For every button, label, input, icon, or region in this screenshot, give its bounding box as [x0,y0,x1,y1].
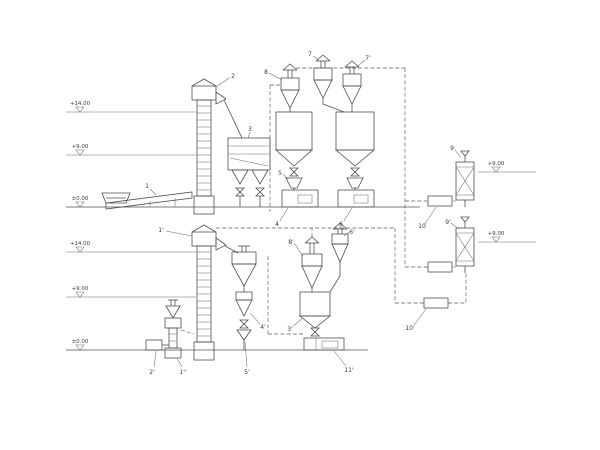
equipment-label: 6' [349,229,355,236]
equipment-label: 10' [405,325,415,332]
equipment-label: 6 [339,221,343,228]
equipment-label: 4' [260,324,266,331]
bucket-elevator-lower: 1' [158,224,227,361]
equipment-label: 4 [275,221,279,228]
equipment-label: 1'' [179,369,186,376]
elevation-markers-right: +9.00 +9.00 [478,161,536,243]
small-elevator-unit: 2' 1'' [145,299,187,376]
vertical-cooler-lower: 9' [445,216,475,273]
equipment-label: 3' [287,326,293,333]
fan-box-bottom: 10' [405,297,449,332]
fan-box-lower [427,261,456,273]
storage-bin-left: 5 [274,111,314,190]
mill-left: 4 [275,189,319,228]
intake-conveyor: 1 [101,183,193,210]
equipment-label: 9 [450,145,454,152]
bin-bottom: 3' [287,291,332,337]
elevation-label: +14.00 [70,101,91,107]
cyclone-middle: 7 [308,51,345,113]
sieve-cleaner: 3 [223,99,271,207]
equipment-label: 9' [445,219,451,226]
equipment-label: 2' [149,369,155,376]
storage-bin-right [334,111,376,190]
aspiration-duct-lines [180,67,467,335]
equipment-label: 3 [248,126,252,133]
mill-right: 6 [337,189,375,228]
packing-machine: 11' [303,337,354,374]
elevation-label: ±0.00 [72,196,89,202]
elevator-belt-hatch [197,105,211,191]
elevation-label: ±0.00 [72,339,89,345]
elevation-label: +9.00 [488,161,505,167]
elevation-label: +9.00 [488,231,505,237]
fan-box-upper: 10 [418,195,456,230]
equipment-label: 1 [145,183,149,190]
equipment-label: 7 [308,51,312,58]
elevator-belt-hatch [197,251,211,337]
equipment-label: 10 [418,223,426,230]
equipment-label: 8 [264,69,268,76]
vertical-cooler-upper: 9 [450,145,475,207]
bucket-elevator-main: 2 [191,73,235,215]
equipment-label: 5 [278,170,282,177]
equipment-label: 1' [158,227,164,234]
cyclone-small-bottom: 6' [329,222,355,293]
equipment-label: 2 [231,73,235,80]
equipment-label: 11' [344,367,354,374]
elevation-label: +9.00 [72,286,89,292]
cyclone-chain-left: 4' 5' [224,245,266,376]
cyclone-left: 8 [264,63,300,112]
cyclone-right: 7' [342,55,371,112]
elevation-label: +9.00 [72,144,89,150]
elevation-label: +14.00 [70,241,91,247]
equipment-label: 7' [365,55,371,62]
equipment-label: 5' [244,369,250,376]
equipment-label: 8' [288,239,294,246]
cyclone-center-bottom: 8' [288,236,323,292]
